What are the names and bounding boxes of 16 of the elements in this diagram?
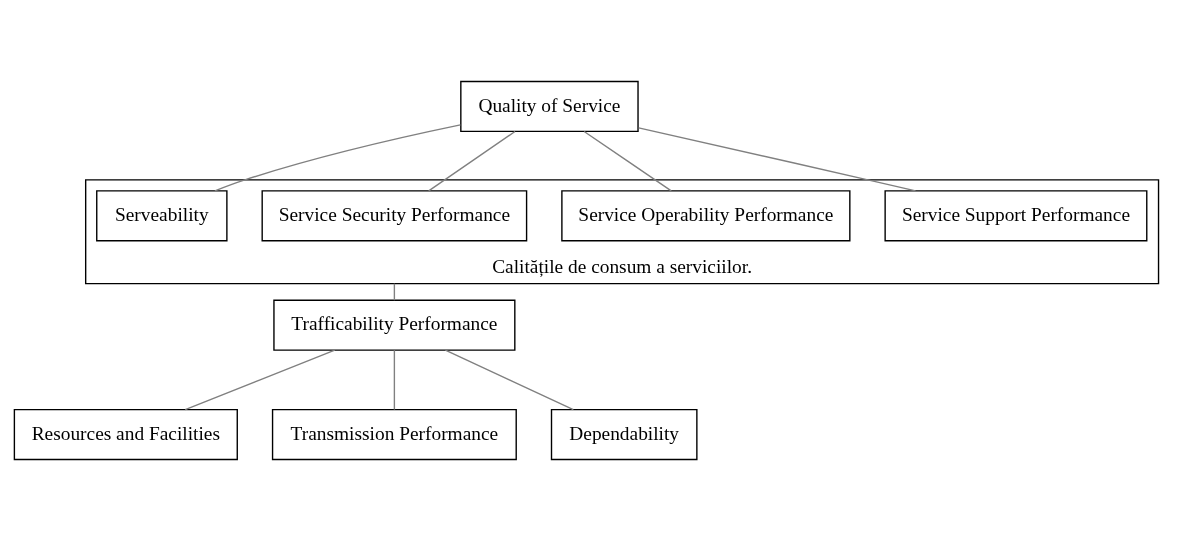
node-box: Service Support Performance	[884, 189, 1148, 241]
node-box: Trafficability Performance	[273, 299, 516, 351]
node-box: Service Operability Performance	[561, 189, 851, 241]
connector	[638, 126, 917, 192]
node-box: Dependability	[550, 408, 698, 460]
node-box: Resources and Facilities	[13, 408, 238, 460]
connector	[184, 349, 336, 410]
connector	[214, 123, 462, 191]
connector	[393, 349, 396, 410]
node-box: Serveability	[96, 189, 228, 241]
node-box: Quality of Service	[460, 80, 639, 132]
connector	[583, 130, 672, 192]
connector	[444, 349, 575, 410]
node-box: Service Security Performance	[261, 189, 528, 241]
node-box: Transmission Performance	[271, 408, 517, 460]
connector	[428, 130, 516, 192]
